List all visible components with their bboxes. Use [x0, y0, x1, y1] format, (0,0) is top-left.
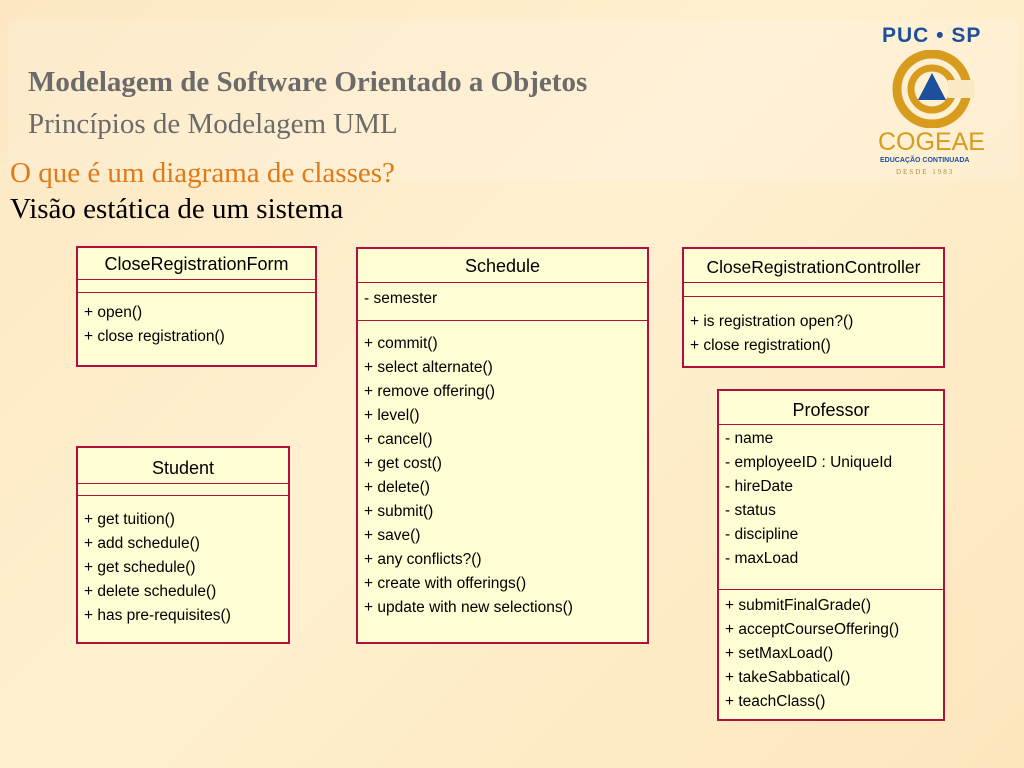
operation: + level() [364, 407, 420, 424]
operation: + teachClass() [725, 693, 826, 710]
operation: + submit() [364, 503, 434, 520]
statement-heading: Visão estática de um sistema [10, 193, 344, 225]
operation: + get schedule() [84, 559, 196, 576]
class-attributes: - semester [358, 283, 647, 321]
operation: + acceptCourseOffering() [725, 621, 900, 638]
class-close-registration-form: CloseRegistrationForm + open() + close r… [76, 246, 317, 367]
attribute: - discipline [725, 526, 799, 543]
operation: + create with offerings() [364, 575, 527, 592]
class-attributes [78, 280, 315, 293]
operation: + close registration() [84, 328, 225, 345]
operation: + any conflicts?() [364, 551, 482, 568]
question-heading: O que é um diagrama de classes? [10, 157, 395, 189]
operation: + remove offering() [364, 383, 496, 400]
operation: + save() [364, 527, 421, 544]
slide-title: Modelagem de Software Orientado a Objeto… [28, 66, 588, 98]
operation: + delete schedule() [84, 583, 217, 600]
class-name: Student [78, 448, 288, 484]
header-frame [8, 20, 1018, 180]
operation: + close registration() [690, 337, 831, 354]
operation: + add schedule() [84, 535, 200, 552]
operation: + delete() [364, 479, 430, 496]
class-name: CloseRegistrationController [684, 249, 943, 283]
operation: + update with new selections() [364, 599, 573, 616]
puc-sp-cogeae-logo: PUC • SP COGEAE EDUCAÇÃO CONTINUADA DESD… [862, 20, 1002, 182]
operation: + submitFinalGrade() [725, 597, 872, 614]
class-operations: + submitFinalGrade() + acceptCourseOffer… [719, 590, 943, 714]
operation: + has pre-requisites() [84, 607, 231, 624]
attribute: - name [725, 430, 774, 447]
attribute: - semester [364, 290, 438, 307]
operation: + commit() [364, 335, 438, 352]
class-professor: Professor - name - employeeID : UniqueId… [717, 389, 945, 721]
logo-name: COGEAE [878, 128, 985, 156]
logo-top-text: PUC • SP [882, 24, 982, 47]
operation: + open() [84, 304, 143, 321]
operation: + is registration open?() [690, 313, 854, 330]
class-operations: + get tuition() + add schedule() + get s… [78, 496, 288, 628]
class-attributes [78, 484, 288, 496]
attribute: - hireDate [725, 478, 794, 495]
attribute: - status [725, 502, 776, 519]
class-schedule: Schedule - semester + commit() + select … [356, 247, 649, 644]
operation: + get tuition() [84, 511, 175, 528]
attribute: - employeeID : UniqueId [725, 454, 893, 471]
operation: + takeSabbatical() [725, 669, 851, 686]
class-student: Student + get tuition() + add schedule()… [76, 446, 290, 644]
class-name: Schedule [358, 249, 647, 283]
logo-since: DESDE 1983 [896, 168, 955, 176]
slide-subtitle: Princípios de Modelagem UML [28, 108, 398, 140]
operation: + get cost() [364, 455, 442, 472]
class-close-registration-controller: CloseRegistrationController + is registr… [682, 247, 945, 368]
class-operations: + commit() + select alternate() + remove… [358, 321, 647, 620]
class-name: Professor [719, 391, 943, 425]
logo-emblem-icon [892, 50, 974, 128]
class-operations: + is registration open?() + close regist… [684, 297, 943, 358]
operation: + select alternate() [364, 359, 493, 376]
operation: + cancel() [364, 431, 433, 448]
class-attributes: - name - employeeID : UniqueId - hireDat… [719, 425, 943, 590]
operation: + setMaxLoad() [725, 645, 834, 662]
attribute: - maxLoad [725, 550, 799, 567]
class-operations: + open() + close registration() [78, 293, 315, 349]
class-name: CloseRegistrationForm [78, 248, 315, 280]
logo-tagline: EDUCAÇÃO CONTINUADA [880, 157, 970, 164]
class-attributes [684, 283, 943, 297]
